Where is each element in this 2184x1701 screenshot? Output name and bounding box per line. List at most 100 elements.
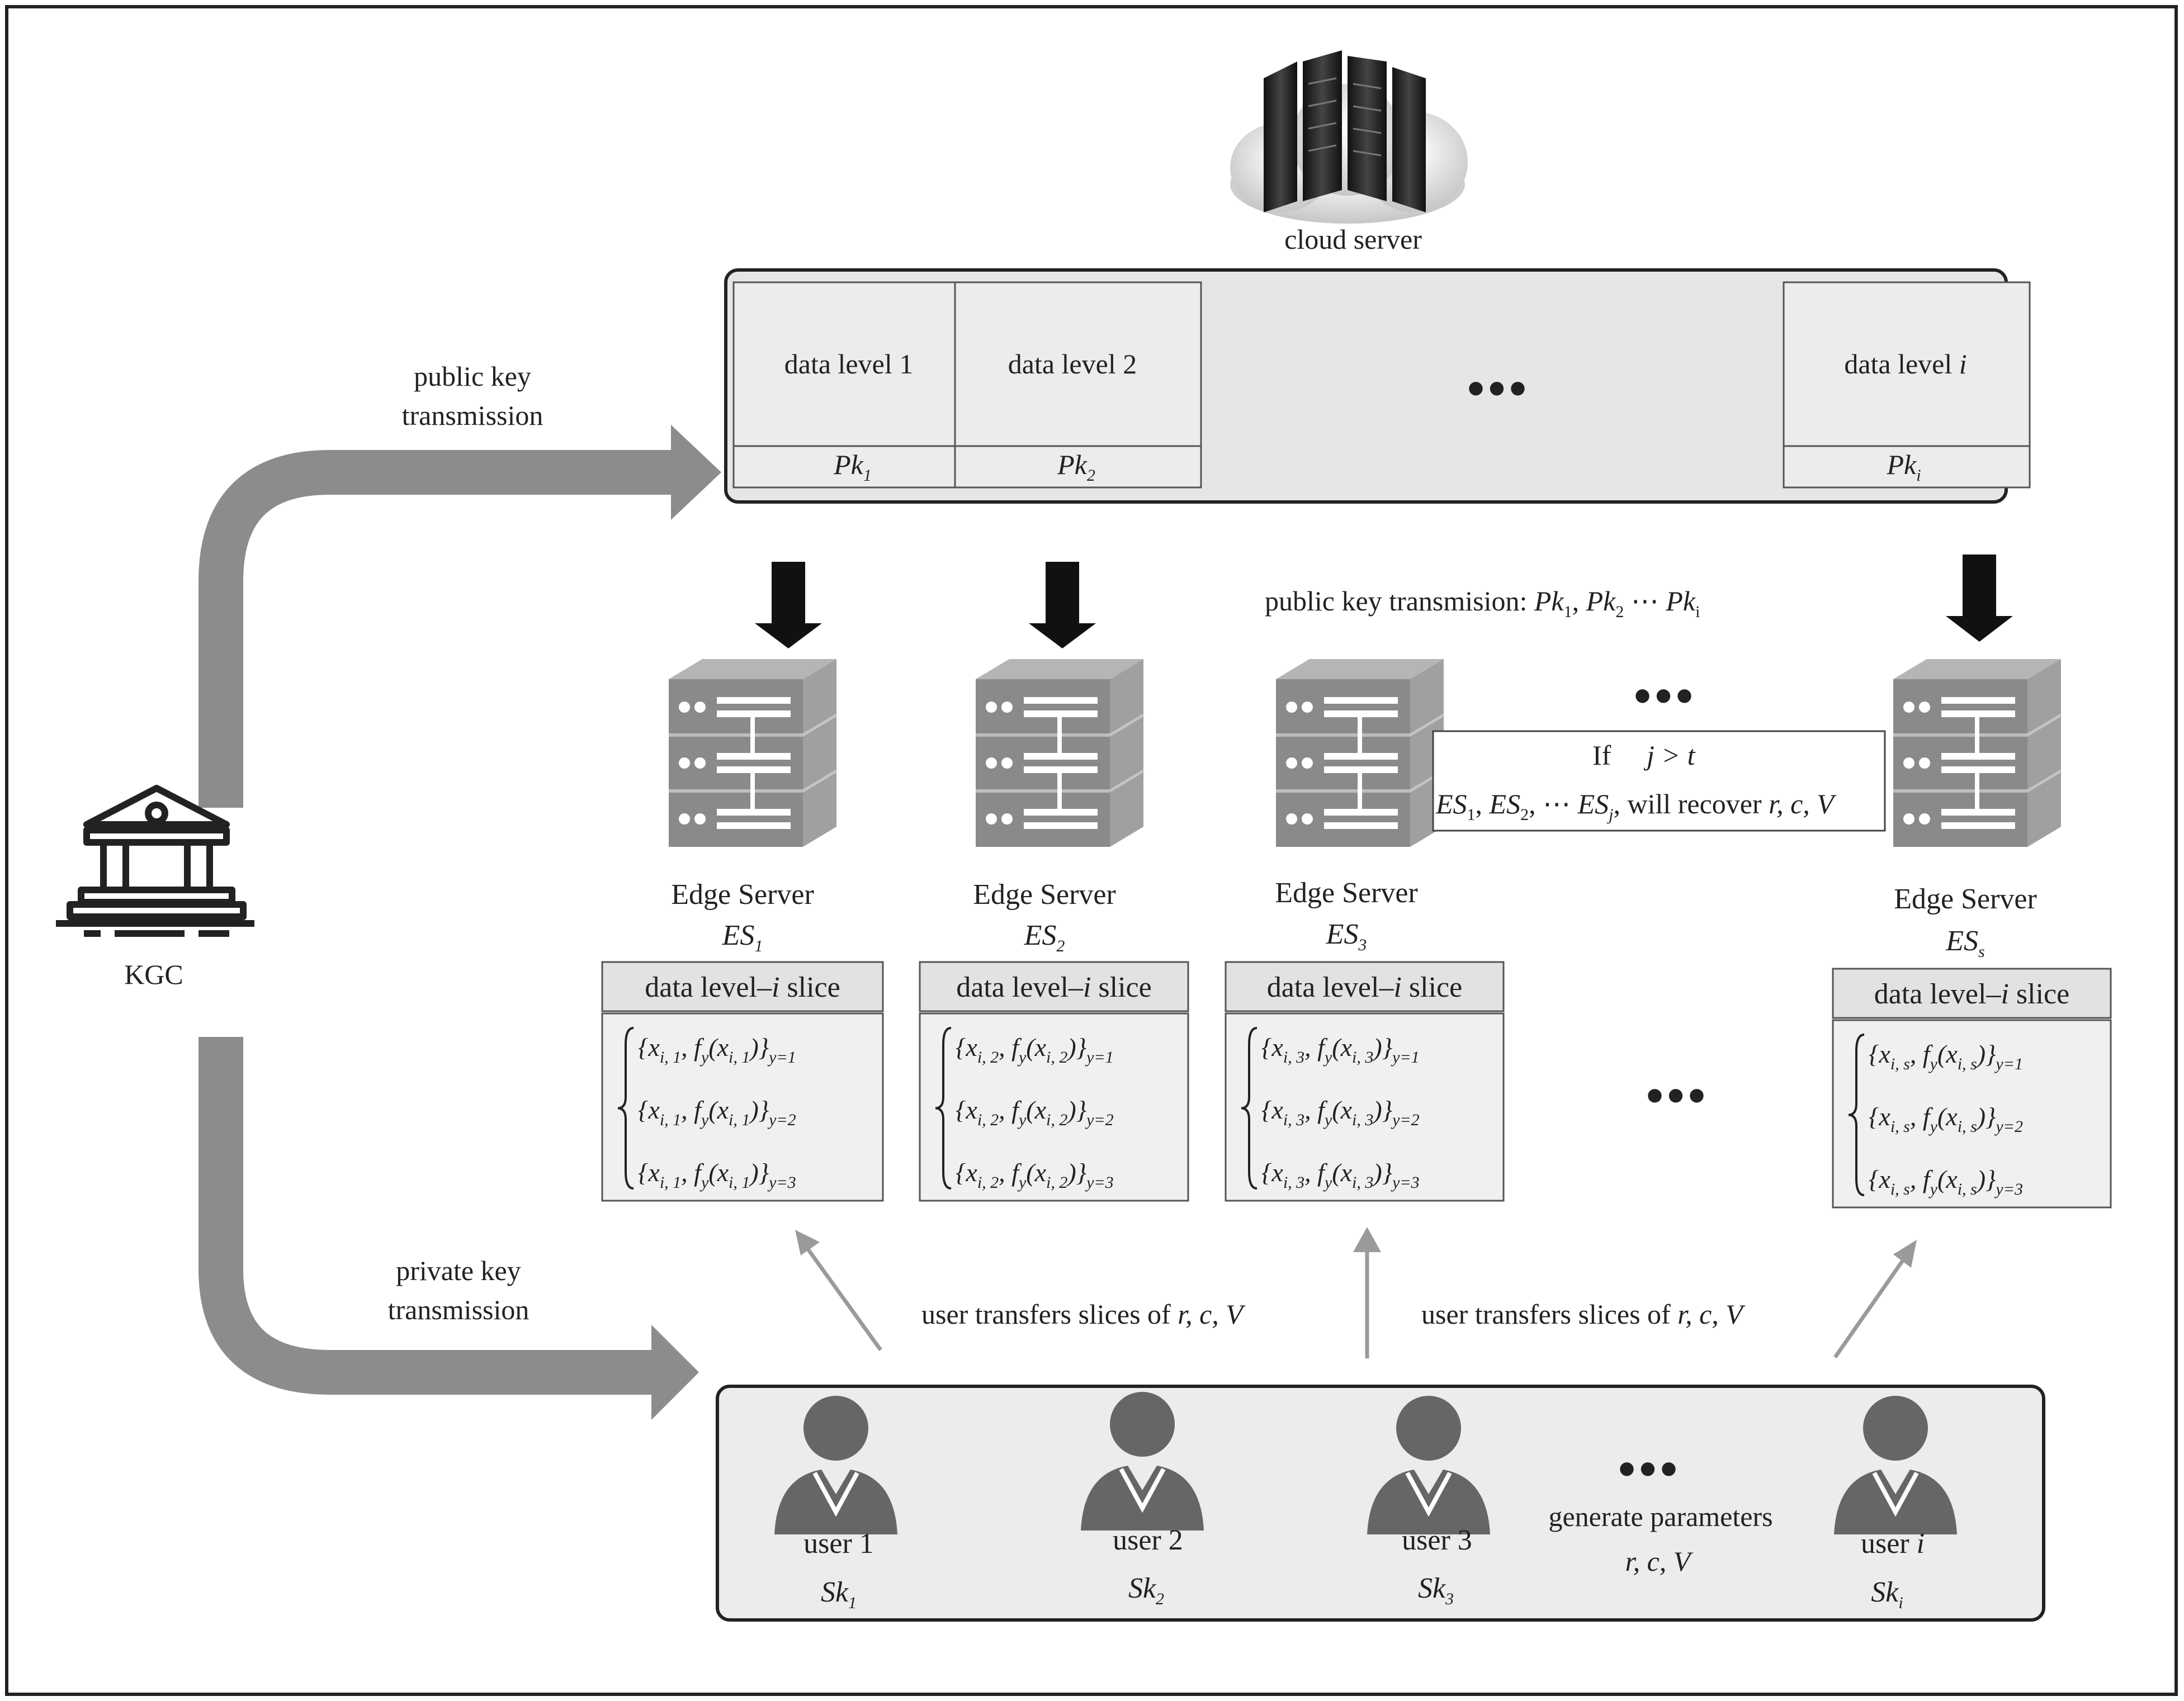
slice-formula-row: {xi, s, fy(xi, s)}y=1 [1869,1040,2023,1073]
cloud-server-icon [1230,50,1468,224]
formula-f-sub: y [699,1048,709,1067]
recover-statement: ES1, ES2, ⋯ ESj, will recover r, c, V [1435,788,1837,824]
slice-body-cell [601,1012,884,1202]
edge-server-2-id: ES2 [1024,920,1065,955]
broadcast-text: public key transmision: [1265,585,1534,617]
formula-open: {x [1261,1096,1283,1124]
slice-formula-row: {xi, 3, fy(xi, 3)}y=1 [1261,1033,1420,1067]
slice-body-cell [919,1012,1189,1202]
formula-x-sub: i, 1 [660,1173,681,1192]
formula-paren: (x [1026,1033,1046,1062]
slice-title: data level–i slice [1267,972,1462,1003]
sk1-sub: 1 [848,1594,857,1612]
slice-title-cell [1832,968,2112,1019]
formula-f-sub: y [1928,1055,1938,1073]
formula-x2-sub: i, 1 [729,1173,750,1192]
broadcast-k1: Pk [1534,585,1564,617]
data-level-i-text: data level [1844,348,1959,380]
up-arrow-3 [1833,1253,1908,1359]
user-1-name: user 1 [803,1528,874,1560]
slice-formula-row: {xi, 2, fy(xi, 2)}y=3 [956,1158,1114,1192]
ski-text: Sk [1871,1576,1899,1608]
public-key-arrowhead [671,425,721,520]
edge-server-3-icon [1276,659,1444,847]
formula-mid: , f [1304,1158,1328,1187]
transfer-1-params: r, c, V [1178,1299,1246,1330]
outer-frame [5,5,2178,1696]
formula-f-sub: y [1928,1180,1938,1198]
formula-close: )} [1372,1158,1392,1187]
formula-open: {x [638,1096,660,1124]
slice-brace [617,1027,634,1190]
user-3-key: Sk3 [1418,1572,1454,1608]
user-to-edge-arrows [795,1227,1917,1359]
formula-x2-sub: i, 2 [1046,1173,1067,1192]
sk3-sub: 3 [1445,1590,1454,1608]
kgc-building-icon [56,785,254,937]
slice-formula-row: {xi, 2, fy(xi, 2)}y=1 [956,1033,1114,1067]
private-key-line1: private key [396,1255,521,1286]
slice-box-1: data level–i slice {xi, 1, fy(xi, 1)}y=1 {… [601,961,884,1202]
formula-x-sub: i, 1 [660,1048,681,1067]
formula-paren: (x [708,1158,729,1187]
slice-body-cell [1225,1012,1505,1202]
slice-title-text: data level– [645,972,772,1003]
slice-formula-row: {xi, 1, fy(xi, 1)}y=3 [638,1158,796,1192]
formula-y-sub: y=3 [1085,1173,1114,1192]
ess-text: ES [1945,925,1978,957]
edge-server-s-title: Edge Server [1894,883,2037,915]
slice-title: data level–i slice [1874,978,2069,1010]
edge-server-s-id: ESs [1945,925,1984,961]
slice-formula-row: {xi, s, fy(xi, s)}y=3 [1869,1165,2023,1198]
formula-close: )} [1975,1165,1996,1193]
formula-x2-sub: i, 3 [1352,1111,1373,1129]
user-2-name: user 2 [1113,1524,1183,1556]
pk-1-sub: 1 [863,466,872,485]
formula-y-sub: y=3 [1994,1180,2023,1198]
formula-open: {x [1869,1165,1890,1193]
formula-x2-sub: i, 1 [729,1111,750,1129]
formula-x2-sub: i, s [1958,1117,1977,1136]
formula-f-sub: y [1928,1117,1938,1136]
up-arrow-1-head [795,1230,820,1255]
data-level-1-label: data level 1 [784,348,913,380]
slice-box-3: data level–i slice {xi, 3, fy(xi, 3)}y=1 {… [1225,961,1505,1202]
broadcast-space [1659,585,1666,617]
slice-body-cell [1832,1019,2112,1209]
formula-mid: , f [999,1096,1022,1124]
formula-paren: (x [708,1096,729,1124]
slice-title-text: data level– [1267,972,1394,1003]
formula-mid: , f [1910,1040,1934,1068]
sk2-sub: 2 [1156,1590,1164,1608]
slice-formula-row: {xi, 3, fy(xi, 3)}y=2 [1261,1096,1420,1129]
cloud-server-label: cloud server [1284,224,1422,255]
formula-x2-sub: i, s [1958,1180,1977,1198]
formula-mid: , f [999,1158,1022,1187]
up-arrow-3-head [1893,1240,1917,1268]
slice-box-2: data level–i slice{xi, 2, fy(xi, 2)}y=1{… [919,961,1189,1202]
up-arrow-2-head [1353,1227,1381,1252]
formula-y-sub: y=2 [1994,1117,2023,1136]
recover-if: If [1592,740,1611,771]
formula-close: )} [1372,1033,1392,1062]
formula-y-sub: y=2 [1085,1111,1114,1129]
users-ellipsis: ••• [1618,1442,1681,1497]
user-i-text: user [1861,1528,1917,1560]
edge-server-1-title: Edge Server [671,879,814,911]
formula-close: )} [748,1158,769,1187]
public-key-line2: transmission [402,400,543,431]
formula-y-sub: y=1 [1391,1048,1420,1067]
formula-open: {x [956,1033,977,1062]
formula-f-sub: y [1017,1173,1027,1192]
slice-title: data level–i slice [645,972,840,1003]
down-arrow-1 [755,562,822,648]
slice-formula-row: {xi, 1, fy(xi, 1)}y=1 [638,1033,796,1067]
ski-sub: i [1898,1594,1903,1612]
formula-paren: (x [1332,1033,1352,1062]
formula-x-sub: i, s [1890,1055,1910,1073]
es3-text: ES [1326,918,1359,950]
formula-y-sub: y=1 [1085,1048,1114,1067]
formula-paren: (x [1937,1165,1958,1193]
